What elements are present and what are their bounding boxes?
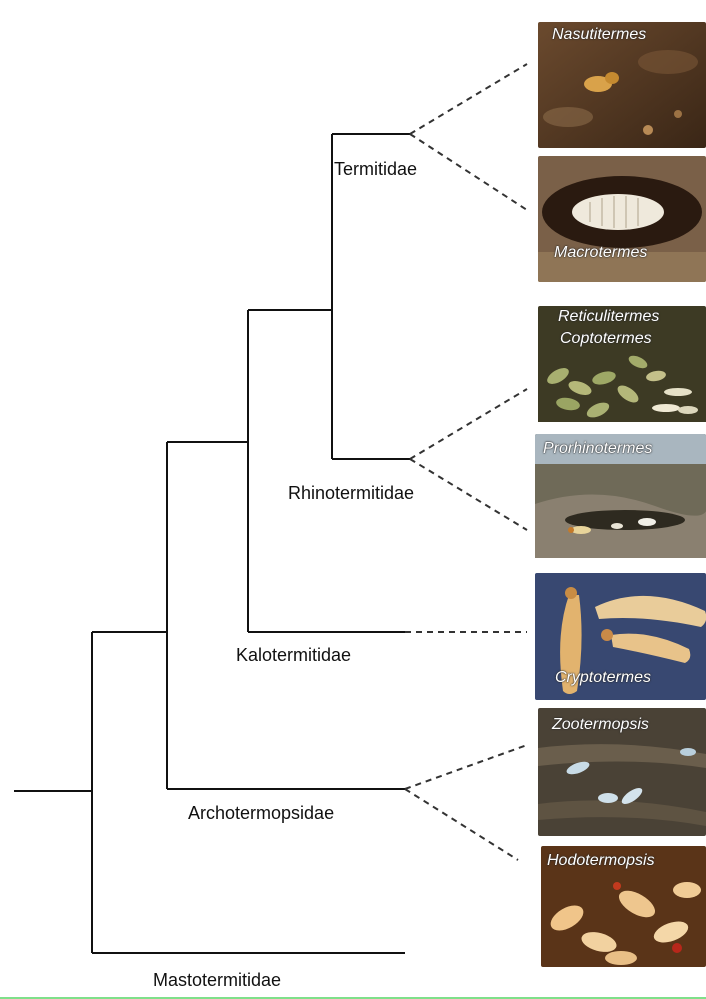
- photo-zootermopsis: Zootermopsis: [538, 708, 706, 836]
- label-mastotermitidae: Mastotermitidae: [153, 970, 281, 991]
- genus-macrotermes: Macrotermes: [554, 244, 647, 262]
- genus-reticulitermes: Reticulitermes: [558, 308, 659, 326]
- genus-cryptotermes: Cryptotermes: [555, 669, 651, 687]
- genus-nasutitermes: Nasutitermes: [552, 26, 646, 44]
- tree-branches: [14, 134, 410, 953]
- photo-prorhinotermes: Prorhinotermes: [535, 434, 706, 560]
- label-rhinotermitidae: Rhinotermitidae: [288, 483, 414, 504]
- connector-macrotermes: [410, 134, 527, 210]
- connector-nasutitermes: [410, 64, 527, 134]
- photo-macrotermes: Macrotermes: [538, 156, 706, 282]
- genus-hodotermopsis: Hodotermopsis: [547, 852, 655, 870]
- genus-zootermopsis: Zootermopsis: [552, 716, 649, 734]
- photo-connectors: [405, 64, 527, 860]
- photo-hodotermopsis: Hodotermopsis: [541, 846, 706, 967]
- label-termitidae: Termitidae: [334, 159, 417, 180]
- connector-coptotermes: [410, 389, 527, 459]
- photo-cryptotermes: Cryptotermes: [535, 573, 706, 700]
- connector-hodotermopsis: [405, 789, 518, 860]
- connector-zootermopsis: [405, 745, 527, 789]
- genus-coptotermes: Coptotermes: [560, 330, 652, 348]
- connector-prorhinotermes: [410, 459, 527, 530]
- macrotermes-image: [538, 156, 706, 282]
- label-archotermopsidae: Archotermopsidae: [188, 803, 334, 824]
- photo-nasutitermes: Nasutitermes: [538, 22, 706, 148]
- label-kalotermitidae: Kalotermitidae: [236, 645, 351, 666]
- genus-prorhinotermes: Prorhinotermes: [543, 440, 652, 458]
- photo-reticulitermes-coptotermes: Reticulitermes Coptotermes: [538, 306, 706, 432]
